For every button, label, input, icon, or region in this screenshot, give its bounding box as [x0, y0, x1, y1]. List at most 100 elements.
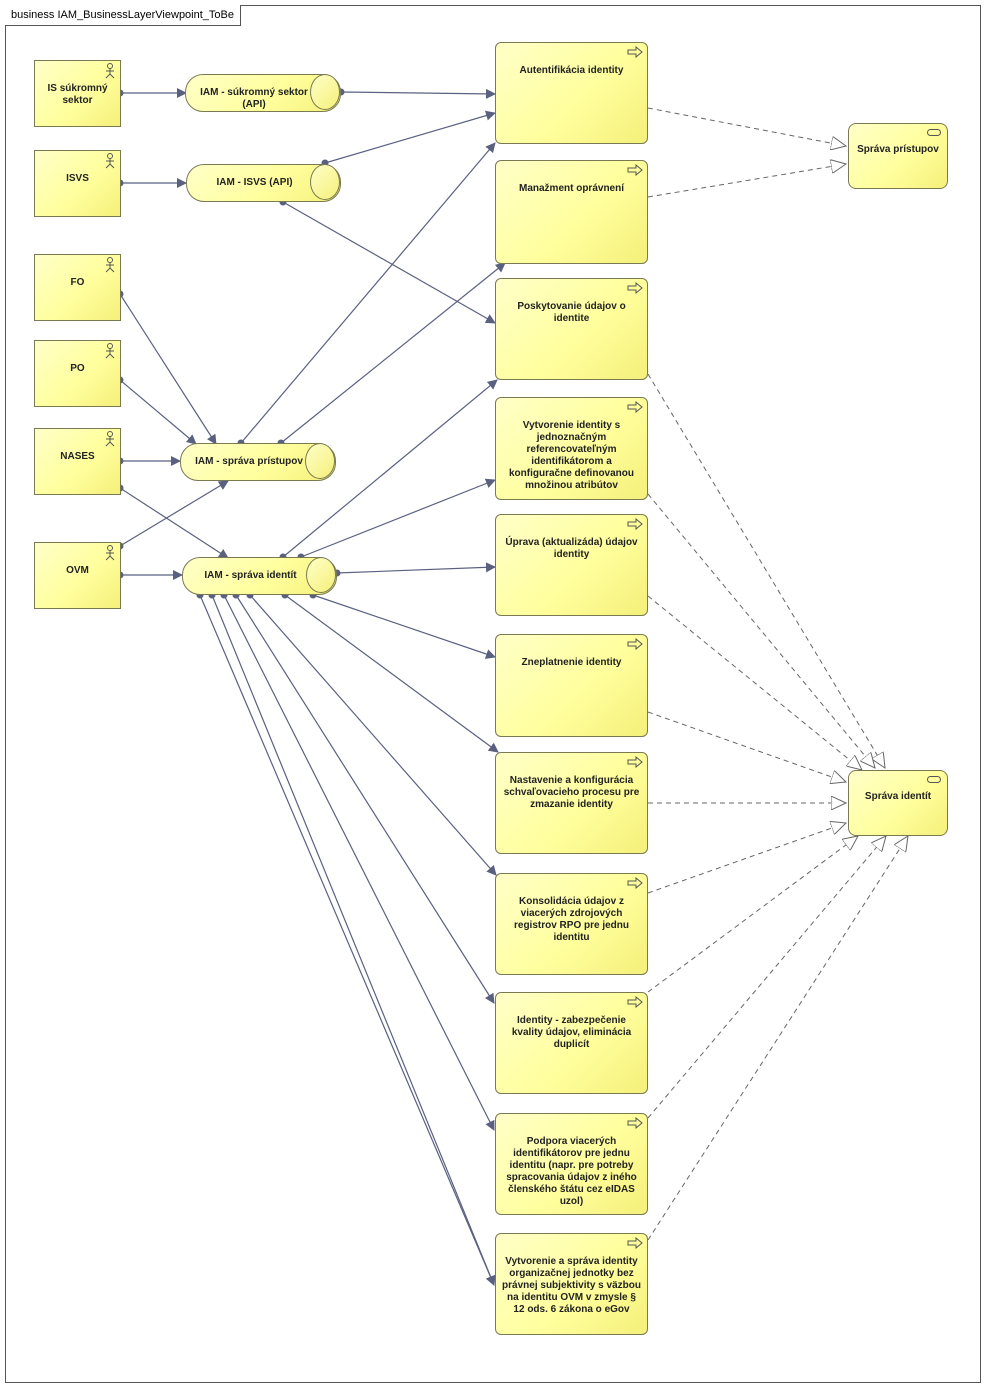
actor-ovm[interactable]: OVM	[34, 542, 121, 609]
cylinder-cap	[306, 557, 336, 593]
edge-i4-p7	[284, 594, 499, 753]
actor-nases[interactable]: NASES	[34, 428, 121, 495]
actor-is-sukromny-sektor[interactable]: IS súkromný sektor	[34, 60, 121, 127]
edge-a4-i3	[119, 379, 197, 445]
process-nastavenie-schvalovacieho-procesu[interactable]: Nastavenie a konfigurácia schvaľovacieho…	[495, 752, 648, 854]
edge-i1-p1	[340, 88, 496, 99]
edge-i4-p3	[282, 379, 498, 558]
actor-label: IS súkromný sektor	[47, 83, 108, 106]
interface-label: IAM - správa identít	[204, 570, 297, 581]
interface-iam-isvs-api[interactable]: IAM - ISVS (API)	[186, 164, 341, 202]
realize-p8-s2	[647, 823, 846, 894]
service-label: Správa prístupov	[857, 144, 939, 155]
service-icon	[927, 129, 941, 136]
process-kvalita-udajov[interactable]: Identity - zabezpečenie kvality údajov, …	[495, 992, 648, 1094]
diagram-frame	[5, 5, 981, 1383]
actor-icon	[105, 257, 115, 273]
process-konsolidacia-udajov[interactable]: Konsolidácia údajov z viacerých zdrojový…	[495, 873, 648, 975]
process-arrow-icon	[627, 996, 643, 1008]
edge-i3-p2	[280, 262, 506, 444]
actor-label: ISVS	[66, 173, 89, 184]
realize-p5-s2	[647, 595, 862, 770]
process-label: Manažment oprávnení	[518, 183, 625, 194]
process-label: Zneplatnenie identity	[521, 657, 622, 668]
actor-label: FO	[70, 277, 85, 288]
process-autentifikacia-identity[interactable]: Autentifikácia identity	[495, 42, 648, 144]
realize-p11-s2	[647, 836, 908, 1241]
edge-i4-p11	[211, 594, 496, 1286]
service-sprava-identit[interactable]: Správa identít	[848, 770, 948, 836]
actor-fo[interactable]: FO	[34, 254, 121, 321]
process-label: Podpora viacerých identifikátorov pre je…	[506, 1136, 637, 1207]
process-arrow-icon	[627, 164, 643, 176]
edge-a6-i3	[119, 480, 229, 547]
actor-label: OVM	[66, 565, 89, 576]
cylinder-cap	[310, 164, 340, 200]
actor-icon	[105, 545, 115, 561]
interface-iam-sprava-identit[interactable]: IAM - správa identít	[182, 557, 337, 595]
process-uprava-udajov[interactable]: Úprava (aktualizáda) údajov identity	[495, 514, 648, 616]
realize-p1-s1	[647, 107, 846, 146]
realize-p4-s2	[647, 493, 875, 768]
process-label: Identity - zabezpečenie kvality údajov, …	[511, 1015, 632, 1050]
process-arrow-icon	[627, 638, 643, 650]
service-sprava-pristupov[interactable]: Správa prístupov	[848, 123, 948, 189]
actor-icon	[105, 63, 115, 79]
process-arrow-icon	[627, 46, 643, 58]
realize-p9-s2	[647, 836, 858, 993]
service-label: Správa identít	[864, 791, 932, 802]
interface-label: IAM - správa prístupov	[195, 456, 303, 467]
interface-label: IAM - ISVS (API)	[216, 177, 293, 188]
interface-iam-sukromny-sektor-api[interactable]: IAM - súkromný sektor (API)	[185, 74, 341, 112]
edge-i3-p1	[240, 142, 496, 444]
edge-i4-p4	[300, 478, 496, 558]
process-vytvorenie-identity[interactable]: Vytvorenie identity s jednoznačným refer…	[495, 397, 648, 500]
edge-i4-p12	[199, 594, 496, 1286]
process-manazment-opravneni[interactable]: Manažment oprávnení	[495, 160, 648, 264]
interface-label: IAM - súkromný sektor (API)	[200, 87, 308, 110]
process-arrow-icon	[627, 877, 643, 889]
realize-p6-s2	[647, 711, 846, 782]
edge-i4-p8	[249, 594, 497, 876]
service-icon	[927, 776, 941, 783]
process-arrow-icon	[627, 756, 643, 768]
edge-i4-p6	[312, 594, 496, 659]
edge-i4-p10	[223, 594, 495, 1131]
realize-p3-s2	[647, 373, 885, 768]
process-label: Nastavenie a konfigurácia schvaľovacieho…	[503, 775, 640, 810]
process-identita-organizacnej-jednotky[interactable]: Vytvorenie a správa identity organizačne…	[495, 1233, 648, 1335]
actor-label: PO	[70, 363, 85, 374]
process-label: Konsolidácia údajov z viacerých zdrojový…	[513, 896, 630, 943]
process-arrow-icon	[627, 518, 643, 530]
process-poskytovanie-udajov[interactable]: Poskytovanie údajov o identite	[495, 278, 648, 380]
actor-icon	[105, 153, 115, 169]
edge-i4-p5	[336, 562, 496, 574]
edge-i4-p9	[235, 594, 495, 1004]
process-arrow-icon	[627, 282, 643, 294]
cylinder-cap	[305, 443, 335, 479]
process-arrow-icon	[627, 1117, 643, 1129]
edge-a3-i3	[119, 293, 217, 445]
actor-icon	[105, 343, 115, 359]
process-label: Poskytovanie údajov o identite	[517, 301, 626, 324]
edge-i2-p1	[324, 110, 496, 164]
process-label: Vytvorenie identity s jednoznačným refer…	[508, 420, 634, 491]
edge-a5-i4	[119, 487, 229, 559]
process-zneplatnenie-identity[interactable]: Zneplatnenie identity	[495, 634, 648, 737]
process-label: Úprava (aktualizáda) údajov identity	[505, 537, 638, 560]
realize-p2-s1	[647, 164, 846, 198]
process-label: Vytvorenie a správa identity organizačne…	[502, 1256, 641, 1315]
process-label: Autentifikácia identity	[519, 65, 624, 76]
interface-iam-sprava-pristupov[interactable]: IAM - správa prístupov	[180, 443, 336, 481]
process-arrow-icon	[627, 1237, 643, 1249]
actor-po[interactable]: PO	[34, 340, 121, 407]
realize-p10-s2	[647, 836, 886, 1119]
actor-label: NASES	[60, 451, 95, 462]
process-arrow-icon	[627, 401, 643, 413]
diagram-title: business IAM_BusinessLayerViewpoint_ToBe	[5, 5, 241, 26]
actor-isvs[interactable]: ISVS	[34, 150, 121, 217]
process-podpora-identifikatorov[interactable]: Podpora viacerých identifikátorov pre je…	[495, 1113, 648, 1215]
edge-i2-p3	[282, 201, 496, 324]
cylinder-cap	[310, 74, 340, 110]
